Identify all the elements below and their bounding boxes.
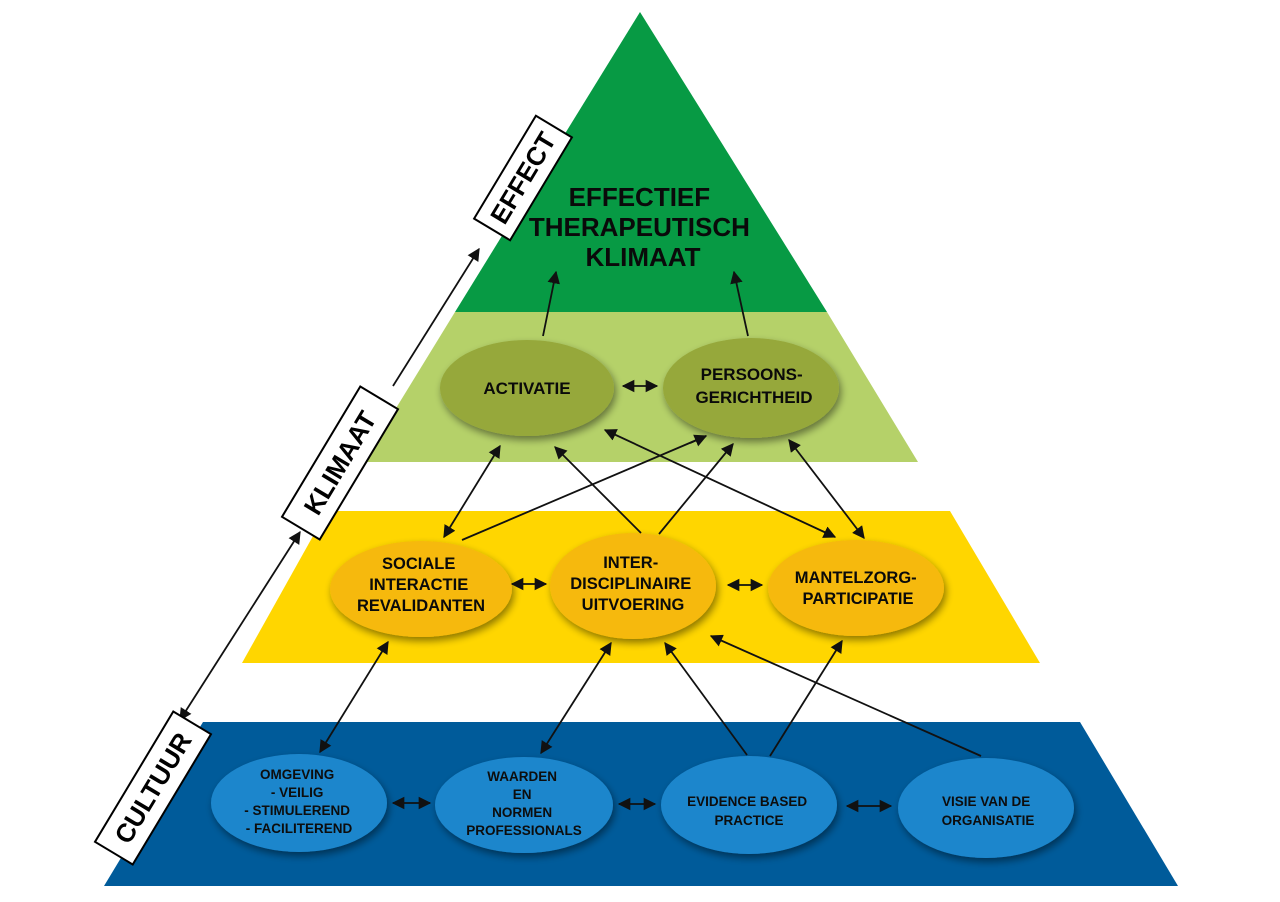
arrow-waarden-inter xyxy=(540,641,612,755)
visie-organisatie-node: VISIE VAN DE ORGANISATIE xyxy=(898,758,1074,858)
arrow-evidence-mantelzorg xyxy=(769,639,843,757)
arrow-evidence-inter xyxy=(664,641,748,756)
waarden-normen-node: WAARDEN EN NORMEN PROFESSIONALS xyxy=(435,757,613,853)
svg-text:INTER- DISCIPLINAIRE: INTER- DISCIPLINAIRE UITVOERING xyxy=(570,554,696,614)
mantelzorgparticipatie-node: MANTELZORG- PARTICIPATIE xyxy=(768,540,944,636)
axis-arrow-cultuur-klimaat xyxy=(179,530,301,722)
axis-arrow-klimaat-effect xyxy=(392,247,480,387)
evidence-based-practice-node: EVIDENCE BASED PRACTICE xyxy=(661,756,837,854)
svg-text:SOCIALE INTERACTIE: SOCIALE INTERACTIE REVALIDANTEN xyxy=(357,555,485,615)
svg-text:WAARDEN EN NORMEN: WAARDEN EN NORMEN PROFESSIONALS xyxy=(466,769,582,838)
svg-text:MANTELZORG- PARTICIPATIE: MANTELZORG- PARTICIPATIE xyxy=(795,569,922,608)
interdisciplinaire-uitvoering-node: INTER- DISCIPLINAIRE UITVOERING xyxy=(550,533,716,639)
arrow-persoons-to-top xyxy=(730,270,749,337)
svg-text:PERSOONS- GERICHTHEID: PERSOONS- GERICHTHEID xyxy=(695,365,812,407)
svg-text:VISIE VAN DE ORGANISATIE: VISIE VAN DE ORGANISATIE xyxy=(942,794,1035,828)
top-title: EFFECTIEF THERAPEUTISCH KLIMAAT xyxy=(529,182,757,272)
omgeving-node: OMGEVING - VEILIG - STIMULEREND - FACILI… xyxy=(211,754,387,852)
arrow-sociale-activatie xyxy=(443,444,501,539)
svg-text:ACTIVATIE: ACTIVATIE xyxy=(483,379,570,398)
connectors xyxy=(319,270,982,813)
arrow-visie-inter xyxy=(709,634,982,757)
sociale-interactie-node: SOCIALE INTERACTIE REVALIDANTEN xyxy=(330,541,512,637)
svg-text:EVIDENCE BASED PRACTICE: EVIDENCE BASED PRACTICE xyxy=(687,794,811,828)
persoonsgerichtheid-node: PERSOONS- GERICHTHEID xyxy=(663,338,839,438)
svg-text:OMGEVING - VEILIG: OMGEVING - VEILIG - STIMULEREND - FACILI… xyxy=(244,767,354,836)
activatie-node: ACTIVATIE xyxy=(440,340,614,436)
arrow-persoons-mantelzorg xyxy=(788,438,865,540)
effect-triangle xyxy=(455,12,827,312)
arrow-activatie-to-top xyxy=(542,270,560,337)
arrow-omgeving-sociale xyxy=(319,640,389,754)
